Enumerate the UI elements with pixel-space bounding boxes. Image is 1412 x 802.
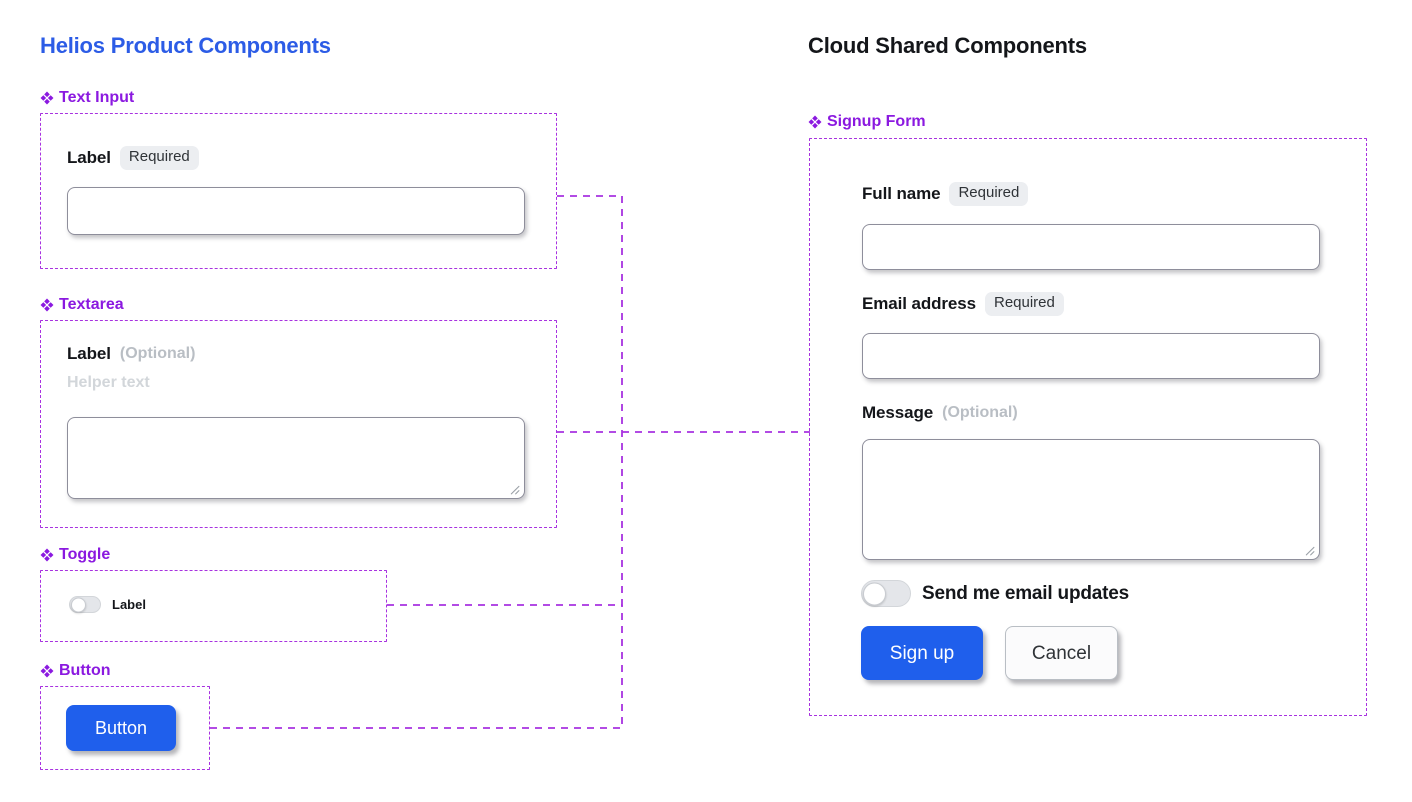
diamond-cluster-icon xyxy=(40,91,54,105)
frame-text-input xyxy=(40,113,557,269)
textarea-label-row: Label (Optional) Helper text xyxy=(67,344,195,392)
textarea-label: Label xyxy=(67,344,111,363)
full-name-label: Full name xyxy=(862,183,941,203)
email-required-badge: Required xyxy=(984,292,1064,316)
message-textarea[interactable] xyxy=(862,439,1320,560)
connector-text-input xyxy=(557,195,623,432)
group-label-text: Textarea xyxy=(59,296,124,313)
full-name-input[interactable] xyxy=(862,224,1320,270)
text-input-required-badge: Required xyxy=(119,146,199,170)
textarea-field[interactable] xyxy=(67,417,525,499)
group-label-signup-form: Signup Form xyxy=(808,113,926,131)
diamond-cluster-icon xyxy=(808,115,822,129)
message-optional-text: (Optional) xyxy=(942,404,1018,421)
message-wrapper xyxy=(862,439,1320,560)
group-label-text: Signup Form xyxy=(827,113,926,130)
frame-button xyxy=(40,686,210,770)
toggle-knob xyxy=(71,597,86,612)
diamond-cluster-icon xyxy=(40,664,54,678)
group-label-text-input: Text Input xyxy=(40,89,134,107)
toggle-switch[interactable] xyxy=(69,596,101,613)
textarea-wrapper xyxy=(67,417,525,499)
email-label-row: Email address Required xyxy=(862,292,1064,316)
message-label: Message xyxy=(862,403,934,422)
group-label-text: Text Input xyxy=(59,89,135,106)
cancel-button[interactable]: Cancel xyxy=(1005,626,1118,680)
diamond-cluster-icon xyxy=(40,298,54,312)
frame-textarea xyxy=(40,320,557,528)
email-updates-label: Send me email updates xyxy=(922,582,1129,604)
message-label-row: Message (Optional) xyxy=(862,403,1018,423)
toggle-label: Label xyxy=(112,597,146,612)
group-label-text: Button xyxy=(59,662,111,679)
group-label-textarea: Textarea xyxy=(40,296,124,314)
email-label: Email address xyxy=(862,293,976,313)
text-input-label-row: Label Required xyxy=(67,146,199,170)
diamond-cluster-icon xyxy=(40,548,54,562)
email-updates-row: Send me email updates xyxy=(861,580,1129,607)
right-panel-title: Cloud Shared Components xyxy=(808,33,1087,58)
toggle-row: Label xyxy=(69,596,146,613)
text-input-label: Label xyxy=(67,147,111,167)
textarea-optional-text: (Optional) xyxy=(119,345,196,362)
textarea-helper-text: Helper text xyxy=(67,374,150,391)
full-name-label-row: Full name Required xyxy=(862,182,1029,206)
toggle-knob xyxy=(863,582,886,605)
full-name-required-badge: Required xyxy=(949,182,1029,206)
email-updates-toggle[interactable] xyxy=(861,580,911,607)
group-label-toggle: Toggle xyxy=(40,546,110,564)
left-panel-title: Helios Product Components xyxy=(40,33,331,58)
email-input[interactable] xyxy=(862,333,1320,379)
group-label-text: Toggle xyxy=(59,546,111,563)
demo-button[interactable]: Button xyxy=(66,705,176,751)
group-label-button: Button xyxy=(40,662,111,680)
text-input-field[interactable] xyxy=(67,187,525,235)
sign-up-button[interactable]: Sign up xyxy=(861,626,983,680)
frame-signup-form xyxy=(809,138,1367,716)
